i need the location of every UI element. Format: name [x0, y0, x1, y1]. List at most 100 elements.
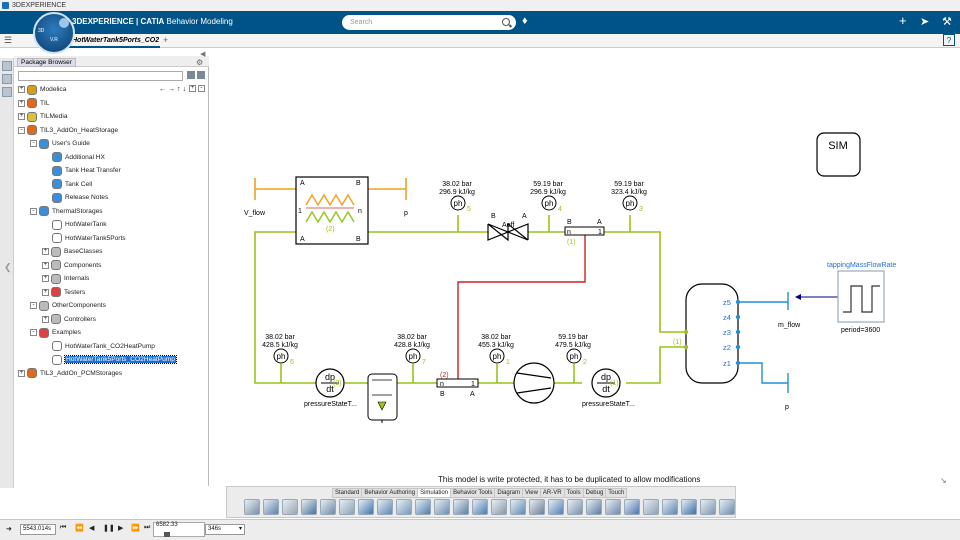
speed-select[interactable]: 346s▾: [205, 524, 245, 535]
toolbar-tab[interactable]: Diagram: [494, 488, 524, 498]
tree-item[interactable]: -Examples: [30, 327, 81, 340]
tree-item[interactable]: Tank Cell: [42, 179, 92, 192]
toolbar-tool-icon[interactable]: [263, 499, 279, 515]
toolbar-tool-icon[interactable]: [548, 499, 564, 515]
sim-block[interactable]: [816, 132, 861, 177]
toolbar-tool-icon[interactable]: [358, 499, 374, 515]
toolbar-tool-icon[interactable]: [320, 499, 336, 515]
tree-item[interactable]: Tank Heat Transfer: [42, 165, 121, 178]
expand-icon[interactable]: +: [42, 261, 49, 269]
left-expand-arrow[interactable]: ❮: [4, 262, 12, 272]
hot-water-tank-diagram[interactable]: SIM V_flow p A B 1 n: [211, 49, 960, 487]
toolbar-tool-icon[interactable]: [244, 499, 260, 515]
expand-icon[interactable]: +: [42, 315, 49, 323]
pressure-state-right[interactable]: dp dt pressureStateT... (1): [582, 368, 635, 408]
expand-icon[interactable]: +: [42, 248, 49, 255]
toolbar-tab[interactable]: AR-VR: [539, 488, 565, 498]
toolbar-tool-icon[interactable]: [453, 499, 469, 515]
tree-item[interactable]: HotWaterTank_CO2HeatPump: [42, 341, 155, 354]
toolbar-tab[interactable]: Standard: [332, 488, 363, 498]
help-icon[interactable]: ?: [943, 34, 955, 46]
time-field[interactable]: 5543.014s: [20, 524, 56, 535]
package-browser-title[interactable]: Package Browser: [17, 58, 76, 67]
step-back-button[interactable]: ◀: [89, 525, 95, 532]
toolbar-tool-icon[interactable]: [567, 499, 583, 515]
tree-item[interactable]: HotWaterTank5Ports_CO2HeatPump: [42, 354, 177, 367]
toolbar-tool-icon[interactable]: [282, 499, 298, 515]
first-frame-button[interactable]: ⏮: [60, 524, 67, 531]
toolbar-tab[interactable]: Debug: [582, 488, 607, 498]
tree-item[interactable]: HotWaterTank: [42, 219, 107, 232]
tag-icon[interactable]: ♦: [522, 15, 528, 27]
tree-expand-all-icon[interactable]: +: [189, 85, 196, 92]
tank-port-connector[interactable]: [735, 344, 741, 350]
tools-icon[interactable]: ⚒: [942, 16, 952, 28]
tree-collapse-all-icon[interactable]: -: [198, 85, 205, 92]
time-slider[interactable]: 6582.33: [153, 522, 205, 537]
toolbar-tool-icon[interactable]: [472, 499, 488, 515]
tab-list-icon[interactable]: ☰: [4, 35, 13, 45]
expand-icon[interactable]: +: [18, 86, 25, 93]
toolbar-tool-icon[interactable]: [377, 499, 393, 515]
share-icon[interactable]: ➤: [920, 16, 930, 28]
search-icon[interactable]: [502, 18, 510, 26]
tree-item[interactable]: -User's Guide: [30, 138, 90, 151]
toolbar-tool-icon[interactable]: [719, 499, 735, 515]
toolbar-tab[interactable]: Touch: [605, 488, 628, 498]
toolbar-tab[interactable]: Behavior Tools: [450, 488, 496, 498]
tree-item[interactable]: +BaseClasses: [42, 246, 102, 259]
step-forward-button[interactable]: ⏩: [131, 525, 140, 532]
tank-refrigerant-port[interactable]: [683, 344, 689, 350]
tree-item[interactable]: +TIL: [18, 98, 50, 111]
tree-item[interactable]: +Internals: [42, 273, 89, 286]
tree-item[interactable]: -OtherComponents: [30, 300, 106, 313]
toolbar-tool-icon[interactable]: [396, 499, 412, 515]
compass-widget[interactable]: 3D V.R: [33, 12, 75, 54]
tree-item[interactable]: +TIL3_AddOn_PCMStorages: [18, 368, 122, 381]
toolbar-tool-icon[interactable]: [700, 499, 716, 515]
collapse-icon[interactable]: -: [30, 207, 37, 215]
tree-item[interactable]: +Testers: [42, 287, 85, 300]
toolbar-tool-icon[interactable]: [624, 499, 640, 515]
toolbar-tool-icon[interactable]: [434, 499, 450, 515]
pressure-state-left[interactable]: dp dt pressureStateT... (2): [304, 368, 357, 408]
expand-icon[interactable]: +: [18, 369, 25, 377]
toolbar-tool-icon[interactable]: [301, 499, 317, 515]
tab-model[interactable]: HotWaterTank5Ports_CO2: [68, 34, 160, 48]
rail-tool-icon[interactable]: [2, 74, 12, 84]
add-icon[interactable]: +: [899, 13, 907, 28]
collapse-icon[interactable]: -: [18, 126, 25, 134]
expand-icon[interactable]: +: [42, 275, 49, 282]
toolbar-tool-icon[interactable]: [681, 499, 697, 515]
go-to-icon[interactable]: ➜: [6, 526, 12, 533]
expand-icon[interactable]: +: [18, 113, 25, 120]
collapse-panel-icon[interactable]: ◀: [200, 51, 206, 58]
toolbar-tool-icon[interactable]: [491, 499, 507, 515]
toolbar-tool-icon[interactable]: [415, 499, 431, 515]
heat-exchanger[interactable]: A B 1 n A B (2): [295, 176, 369, 245]
play-button[interactable]: ▶: [118, 525, 124, 532]
rewind-button[interactable]: ⏪: [75, 525, 84, 532]
tank-refrigerant-port[interactable]: [683, 329, 689, 335]
tree-nav-tools[interactable]: ←→↑↓: [159, 86, 188, 93]
expand-icon[interactable]: +: [42, 288, 49, 296]
toolbar-tool-icon[interactable]: [586, 499, 602, 515]
filter-icon[interactable]: [187, 71, 195, 79]
separator-tank[interactable]: [367, 373, 398, 423]
resize-grip-icon[interactable]: ↘: [940, 476, 947, 485]
pipe-bottom[interactable]: n 1 B A (2): [436, 372, 479, 398]
tree-item[interactable]: +Components: [42, 260, 101, 273]
toolbar-tab[interactable]: Simulation: [417, 488, 452, 498]
last-frame-button[interactable]: ⏭: [144, 524, 151, 531]
rail-tool-icon[interactable]: [2, 61, 12, 71]
expansion-valve[interactable]: B Aeff A: [487, 213, 529, 242]
toolbar-tab[interactable]: Behavior Authoring: [361, 488, 419, 498]
tree-item[interactable]: -TIL3_AddOn_HeatStorage: [18, 125, 118, 138]
collapse-icon[interactable]: -: [30, 140, 37, 147]
tank-port-connector[interactable]: [735, 314, 741, 320]
